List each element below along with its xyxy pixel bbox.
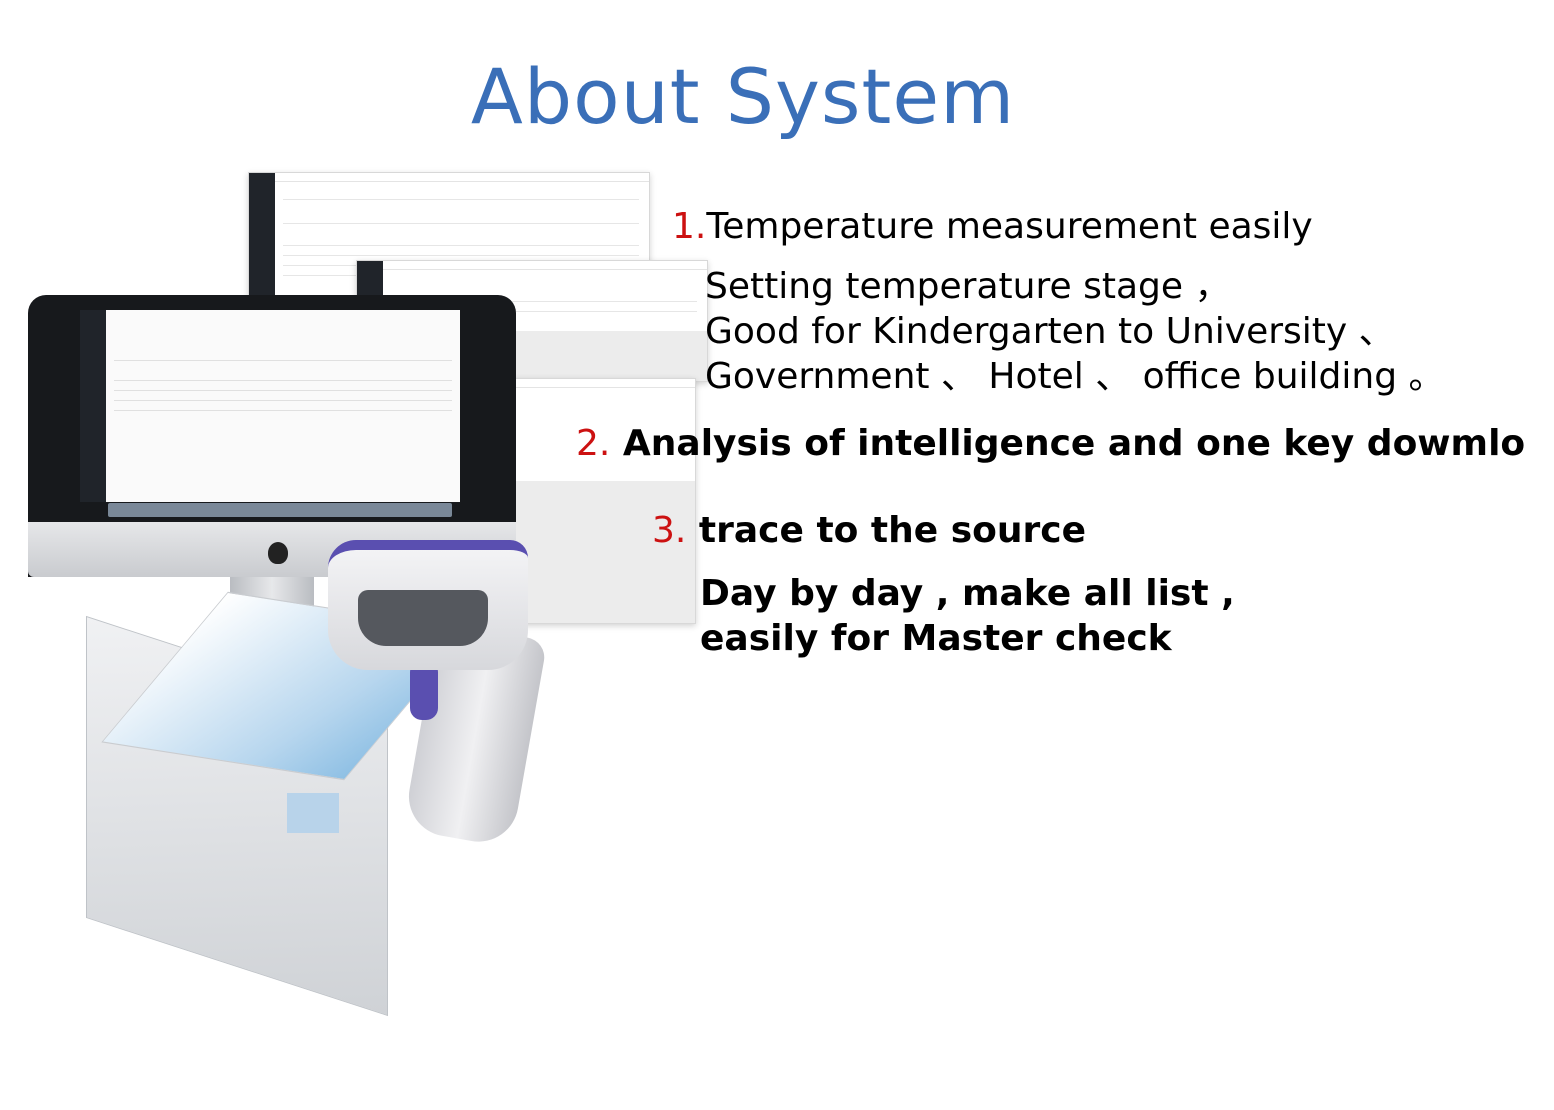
item-1-heading: 1.Temperature measurement easily bbox=[672, 206, 1313, 247]
item-3-line-1: Day by day , make all list , bbox=[700, 573, 1235, 614]
item-1-line-2: Good for Kindergarten to University 、 bbox=[705, 311, 1395, 352]
item-1-line-1: Setting temperature stage ， bbox=[705, 266, 1231, 307]
monitor-dock bbox=[108, 503, 452, 517]
box-label-patch bbox=[287, 793, 339, 833]
item-2-heading: 2. Analysis of intelligence and one key … bbox=[576, 423, 1525, 464]
thermometer-trigger bbox=[410, 660, 438, 720]
item-3-number: 3. bbox=[652, 510, 687, 551]
page-title: About System bbox=[470, 52, 1016, 141]
item-1-heading-text: Temperature measurement easily bbox=[706, 206, 1313, 247]
item-1-line-3: Government 、 Hotel 、 office building 。 bbox=[705, 356, 1445, 397]
item-3-heading: 3. trace to the source bbox=[652, 510, 1086, 551]
item-1-number: 1. bbox=[672, 206, 707, 247]
product-illustration bbox=[0, 160, 720, 1017]
thermometer-display bbox=[358, 590, 488, 646]
item-3-line-2: easily for Master check bbox=[700, 618, 1172, 659]
item-2-number: 2. bbox=[576, 423, 611, 464]
apple-logo-icon bbox=[268, 542, 288, 564]
item-2-heading-text: Analysis of intelligence and one key dow… bbox=[622, 423, 1526, 464]
item-3-heading-text: trace to the source bbox=[698, 510, 1087, 551]
monitor-screen bbox=[80, 310, 460, 502]
